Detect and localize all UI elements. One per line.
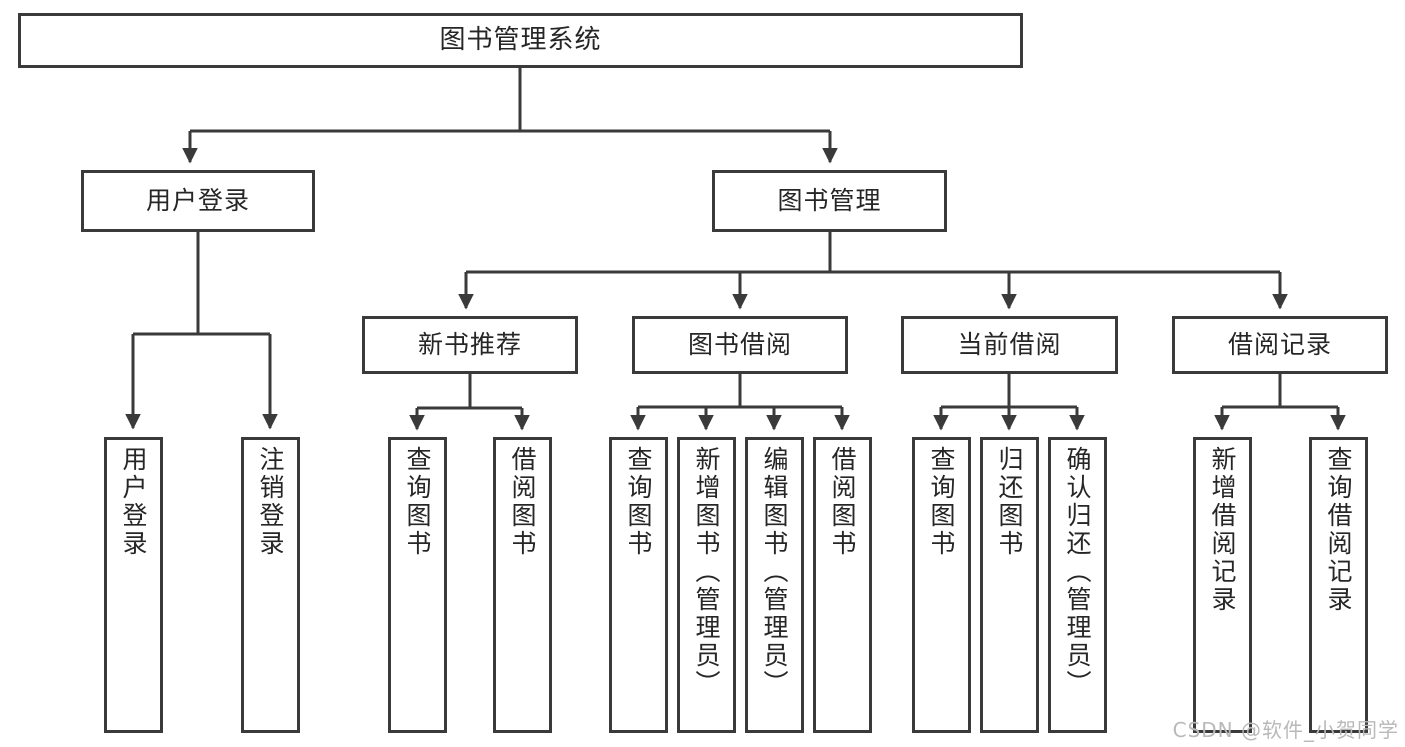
node-label: 当前借阅: [957, 330, 1062, 360]
node-label: 注销登录: [256, 446, 285, 558]
node-label: 图书管理系统: [439, 25, 602, 56]
node-new-book-recommend[interactable]: 新书推荐: [362, 316, 578, 374]
node-label: 查询图书: [927, 446, 956, 558]
node-label: 查询图书: [403, 446, 432, 558]
node-label: 编辑图书（管理员）: [760, 446, 789, 698]
node-borrow-record[interactable]: 借阅记录: [1172, 316, 1388, 374]
node-leaf-logout[interactable]: 注销登录: [241, 437, 300, 733]
node-leaf-user-login[interactable]: 用户登录: [104, 437, 163, 733]
node-label: 归还图书: [995, 446, 1024, 558]
node-label: 借阅记录: [1227, 330, 1332, 360]
node-leaf-add-borrow-record[interactable]: 新增借阅记录: [1193, 437, 1252, 733]
node-label: 新书推荐: [417, 330, 522, 360]
node-label: 图书借阅: [687, 330, 792, 360]
watermark-text: CSDN @软件_小贺同学: [1172, 718, 1399, 742]
node-leaf-query-borrow-record[interactable]: 查询借阅记录: [1309, 437, 1368, 733]
node-label: 图书管理: [777, 186, 882, 216]
node-label: 用户登录: [145, 186, 250, 216]
node-label: 借阅图书: [828, 446, 857, 558]
node-leaf-borrow-book[interactable]: 借阅图书: [813, 437, 872, 733]
node-label: 用户登录: [119, 446, 148, 558]
node-label: 新增图书（管理员）: [692, 446, 721, 698]
node-user-login[interactable]: 用户登录: [81, 170, 315, 232]
node-leaf-query-book-borrow[interactable]: 查询图书: [609, 437, 668, 733]
node-label: 查询图书: [624, 446, 653, 558]
node-book-borrow[interactable]: 图书借阅: [632, 316, 848, 374]
node-root-book-management-system[interactable]: 图书管理系统: [18, 13, 1023, 68]
node-leaf-confirm-return-admin[interactable]: 确认归还（管理员）: [1048, 437, 1107, 733]
node-leaf-borrow-book-newbook[interactable]: 借阅图书: [493, 437, 552, 733]
node-leaf-query-book-current[interactable]: 查询图书: [912, 437, 971, 733]
node-leaf-query-book-newbook[interactable]: 查询图书: [388, 437, 447, 733]
node-label: 新增借阅记录: [1208, 446, 1237, 614]
node-label: 确认归还（管理员）: [1063, 446, 1092, 698]
node-leaf-edit-book-admin[interactable]: 编辑图书（管理员）: [745, 437, 804, 733]
node-book-management[interactable]: 图书管理: [712, 170, 947, 232]
node-label: 借阅图书: [508, 446, 537, 558]
node-label: 查询借阅记录: [1324, 446, 1353, 614]
node-current-borrow[interactable]: 当前借阅: [901, 316, 1118, 374]
node-leaf-add-book-admin[interactable]: 新增图书（管理员）: [677, 437, 736, 733]
node-leaf-return-book[interactable]: 归还图书: [980, 437, 1039, 733]
